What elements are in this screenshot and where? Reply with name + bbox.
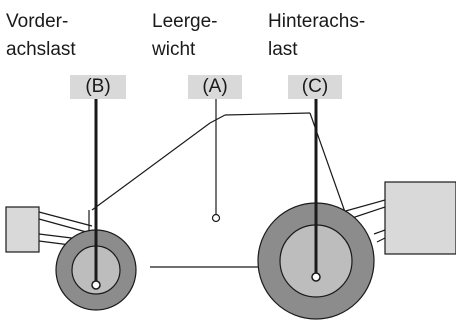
empty-weight-label: Leerge- wicht: [152, 8, 218, 64]
rear-linkage-line-1: [341, 199, 386, 213]
rear-axle-point: [311, 272, 321, 282]
hood-line: [91, 122, 211, 211]
rear-axle-load-label: Hinterachs- last: [268, 8, 365, 64]
front-axle-point: [91, 280, 101, 290]
front-linkage-line-1: [38, 211, 93, 227]
empty-weight-point: [211, 213, 221, 223]
rear-linkage-line-4: [376, 237, 386, 243]
tag-front-axle-load: (B): [70, 75, 126, 99]
empty-weight-label-line2: wicht: [152, 39, 196, 60]
front-axle-load-label-line2: achslast: [6, 39, 76, 60]
front-axle-load-label: Vorder- achslast: [6, 8, 76, 64]
rear-attachment-box: [384, 181, 456, 255]
tag-empty-weight: (A): [188, 75, 242, 99]
front-attachment-box: [5, 206, 40, 253]
cab-roof-line: [224, 112, 311, 116]
rear-linkage-line-3: [373, 229, 386, 235]
front-linkage-line-2: [38, 218, 91, 234]
empty-weight-label-line1: Leerge-: [152, 11, 218, 32]
rear-axle-load-label-line2: last: [268, 39, 298, 60]
front-axle-load-label-line1: Vorder-: [6, 11, 69, 32]
cab-front-line: [209, 114, 226, 124]
tag-rear-axle-load: (C): [288, 75, 342, 99]
rear-axle-load-label-line1: Hinterachs-: [268, 11, 366, 32]
